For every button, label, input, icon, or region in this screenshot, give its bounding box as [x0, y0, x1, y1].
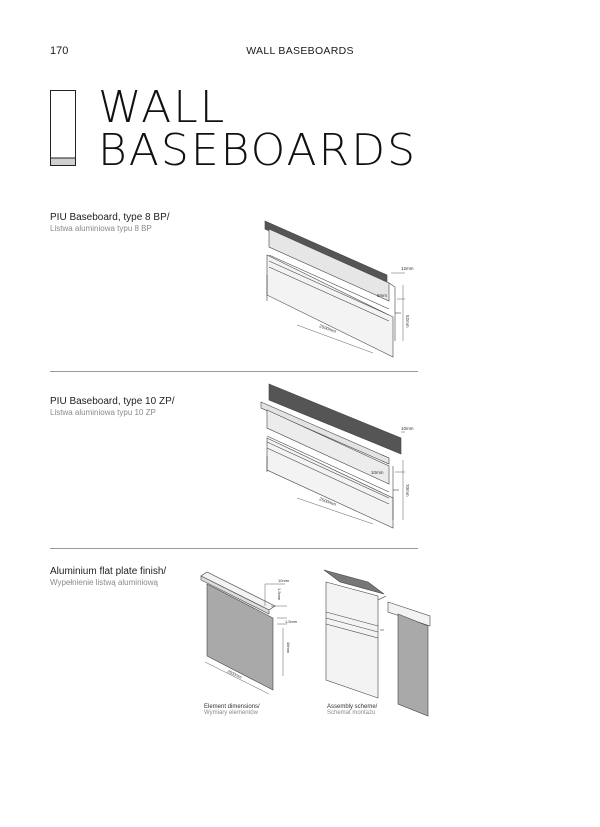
- caption-title: Assembly scheme/: [327, 704, 378, 710]
- section-divider: [50, 371, 418, 372]
- dim-thickness: 1,5mm: [285, 619, 298, 624]
- dim-height: 48mm: [286, 642, 291, 654]
- title-line-2: BASEBOARDS: [98, 125, 418, 176]
- dim-gap: 8mm: [377, 293, 387, 298]
- section-title: PIU Baseboard, type 10 ZP/: [50, 396, 175, 407]
- assembly-scheme-caption: Assembly scheme/ Schemat montażu: [327, 704, 377, 716]
- section-8bp-heading: PIU Baseboard, type 8 BP/ Listwa alumini…: [50, 212, 170, 233]
- baseboard-8bp-drawing: 12mm 8mm 52mm 2500mm: [264, 220, 414, 358]
- dim-height-top: 12mm: [401, 266, 414, 271]
- assembly-scheme-drawing: [323, 569, 431, 717]
- dim-height-top: 10mm: [401, 426, 414, 431]
- section-subtitle: Listwa aluminiowa typu 8 BP: [50, 224, 152, 233]
- section-title: PIU Baseboard, type 8 BP/: [50, 212, 170, 223]
- section-divider: [50, 548, 418, 549]
- dim-gap: 10mm: [371, 470, 384, 475]
- dim-height: 52mm: [405, 315, 410, 328]
- section-subtitle: Wypełnienie listwą aluminiową: [50, 578, 158, 587]
- caption-subtitle: Schemat montażu: [327, 710, 376, 716]
- dim-length: 2500mm: [319, 323, 337, 334]
- flat-plate-dimensions-drawing: 10mm 1,5mm 1,5mm 48mm 2500mm: [200, 571, 298, 695]
- title-line-1: WALL: [98, 82, 227, 133]
- running-title: WALL BASEBOARDS: [246, 45, 354, 57]
- dim-flange: 1,5mm: [277, 588, 282, 601]
- element-dimensions-caption: Element dimensions/ Wymiary elementów: [204, 704, 260, 716]
- dim-length: 2500mm: [227, 668, 244, 680]
- section-subtitle: Listwa aluminiowa typu 10 ZP: [50, 408, 156, 417]
- dim-height: 70mm: [405, 484, 410, 497]
- caption-subtitle: Wymiary elementów: [204, 710, 258, 716]
- dim-top: 10mm: [278, 578, 290, 583]
- dim-length: 2500mm: [319, 496, 337, 507]
- page-title: WALL BASEBOARDS: [98, 82, 418, 176]
- section-flat-plate-heading: Aluminium flat plate finish/ Wypełnienie…: [50, 566, 166, 587]
- baseboard-10zp-drawing: 10mm 10mm 70mm 2500mm: [260, 383, 414, 529]
- baseboard-section-icon: [50, 90, 76, 166]
- section-10zp-heading: PIU Baseboard, type 10 ZP/ Listwa alumin…: [50, 396, 175, 417]
- section-title: Aluminium flat plate finish/: [50, 566, 167, 577]
- caption-title: Element dimensions/: [204, 704, 260, 710]
- page-number: 170: [50, 45, 69, 57]
